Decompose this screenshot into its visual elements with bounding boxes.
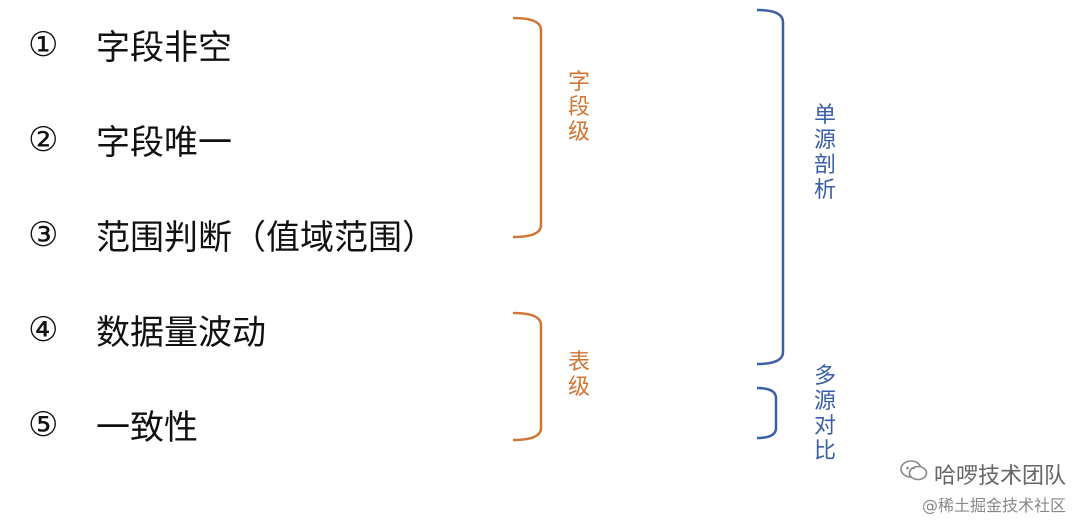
item-text: 一致性 <box>96 408 198 448</box>
field-level-bracket <box>512 16 543 239</box>
item-text: 数据量波动 <box>96 313 266 353</box>
watermark: 哈啰技术团队 @稀土掘金技术社区 <box>900 458 1066 516</box>
item-number: ② <box>28 119 59 160</box>
field-level-label: 字 段 级 <box>567 70 590 145</box>
watermark-subtitle: @稀土掘金技术社区 <box>921 496 1066 515</box>
item-4: ④ 数据量波动 <box>28 305 266 354</box>
single-source-bracket <box>756 8 785 366</box>
multi-source-label: 多 源 对 比 <box>813 364 836 464</box>
item-1: ① 字段非空 <box>28 20 232 69</box>
item-text: 字段非空 <box>96 28 232 68</box>
multi-source-bracket <box>756 386 778 440</box>
item-3: ③ 范围判断（值域范围） <box>28 210 436 259</box>
item-number: ③ <box>28 214 59 255</box>
item-number: ⑤ <box>28 404 59 445</box>
item-number: ④ <box>28 309 59 350</box>
table-level-bracket <box>512 311 543 442</box>
item-number: ① <box>28 24 59 65</box>
table-level-label: 表 级 <box>567 350 590 400</box>
item-text: 字段唯一 <box>96 123 232 163</box>
watermark-title: 哈啰技术团队 <box>933 464 1066 489</box>
item-5: ⑤ 一致性 <box>28 400 198 449</box>
single-source-label: 单 源 剖 析 <box>813 103 836 203</box>
wechat-icon <box>900 460 928 488</box>
item-text: 范围判断（值域范围） <box>96 218 436 258</box>
item-2: ② 字段唯一 <box>28 115 232 164</box>
watermark-title-row: 哈啰技术团队 <box>900 458 1066 490</box>
